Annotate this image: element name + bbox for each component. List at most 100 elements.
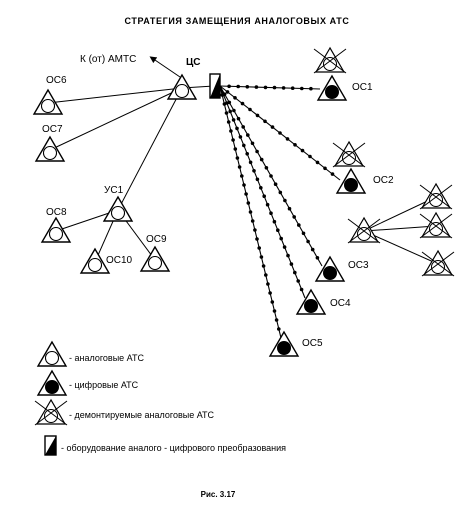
link-oc2-dot — [240, 101, 245, 106]
dismantled-station-c-symbol — [421, 250, 455, 277]
link-oc1-line — [219, 85, 321, 90]
amts-arrow — [149, 56, 181, 78]
link-oc5-dot — [246, 201, 251, 205]
link-oc5-dot — [253, 228, 257, 232]
station-oc1-label: ОС1 — [352, 82, 373, 93]
link-oc4-dot — [245, 152, 249, 156]
link-oc5-dot — [244, 192, 248, 196]
link-oc2-dot — [323, 166, 327, 171]
link-oc2-dot — [248, 107, 252, 112]
link-oc5-dot — [242, 183, 246, 187]
link-oc5-dot — [255, 237, 259, 241]
link-oc1-dot — [236, 84, 240, 89]
link-oc5-dot — [259, 255, 264, 259]
dismantled-group-lines — [363, 196, 439, 265]
station-uc1-label: УС1 — [104, 185, 124, 196]
link-oc4-dot — [279, 236, 284, 241]
link-oc1-dot — [272, 85, 277, 90]
link-oc5-dot — [229, 129, 233, 133]
link-oc2-dot — [233, 96, 237, 100]
station-oc2-symbol — [336, 168, 366, 194]
link-oc3-dot — [259, 157, 264, 162]
station-oc7-label: ОС7 — [42, 124, 63, 135]
link-oc4-dot — [262, 194, 267, 198]
link-oc4-dot — [269, 211, 273, 215]
link-oc4-dot — [272, 219, 277, 224]
station-oc5-label: ОС5 — [302, 338, 323, 349]
legend-dismantled-icon — [34, 399, 68, 426]
link-oc2-dot — [278, 131, 282, 135]
link-oc3-dot — [287, 206, 292, 211]
link-oc4-dot — [296, 279, 301, 283]
link-oc4-dot — [252, 169, 256, 173]
link-oc2-dot — [225, 90, 230, 94]
station-oc2-label: ОС2 — [373, 175, 394, 186]
dismantled-station-oc2-symbol — [332, 141, 366, 168]
diagram-title: СТРАТЕГИЯ ЗАМЕЩЕНИЯ АНАЛОГОВЫХ АТС — [125, 16, 350, 26]
link-oc3-dot — [301, 231, 306, 236]
link-oc5-dot — [261, 264, 266, 268]
legend-converter-icon — [44, 435, 57, 456]
link-oc5-dot — [277, 327, 281, 331]
link-oc5-dot — [237, 165, 242, 169]
link-oc5-dot — [264, 273, 268, 277]
link-oc2-dot — [293, 143, 297, 147]
link-oc1-dot — [227, 84, 231, 89]
link-oc3-dot — [283, 198, 287, 203]
link-oc3-dot — [297, 223, 301, 227]
link-oc4-dot — [265, 202, 270, 207]
dismantled-station-b-symbol — [419, 212, 453, 239]
figure-caption: Рис. 3.17 — [201, 490, 236, 499]
link-oc3-dot — [315, 255, 320, 260]
link-oc4-dot — [235, 126, 239, 131]
legend-digital-label: - цифровые АТС — [69, 380, 139, 390]
link-oc4-dot — [228, 109, 232, 114]
link-oc3-dot — [292, 215, 297, 219]
legend-analog-label: - аналоговые АТС — [69, 353, 144, 363]
link-oc4-dot — [289, 262, 294, 266]
link-oc5-dot — [272, 309, 277, 313]
link-oc4-dot — [293, 270, 297, 275]
link-oc3-dot — [269, 174, 273, 178]
link-oc4-dot — [255, 177, 260, 182]
converter-equipment-icon — [209, 73, 221, 99]
legend-dismantled-label: - демонтируемые аналоговые АТС — [69, 410, 215, 420]
station-oc3-label: ОС3 — [348, 260, 369, 271]
link-oc2-dot — [308, 154, 312, 159]
amts-label: К (от) АМТС — [80, 54, 136, 65]
dismantled-station-a-symbol — [419, 183, 453, 210]
link-oc2-dot — [300, 148, 305, 153]
link-oc1-dot — [290, 86, 295, 90]
link-oc3-dot — [306, 239, 310, 244]
link-oc5-dot — [240, 174, 244, 178]
link-oc5-dot — [224, 111, 229, 115]
dismantled-station-oc1-symbol — [313, 47, 347, 74]
link-oc2-dot — [330, 172, 335, 176]
link-oc4-dot — [248, 160, 253, 165]
link-oc5-dot — [268, 291, 272, 295]
link-oc5-dot — [226, 120, 231, 124]
link-oc4-dot — [299, 287, 304, 292]
link-oc4-dot — [286, 253, 290, 258]
link-oc1-dot — [300, 86, 304, 91]
station-oc3-symbol — [315, 256, 345, 282]
station-oc9-symbol — [140, 246, 170, 272]
digital-links — [219, 84, 341, 339]
link-oc5-dot — [270, 300, 275, 304]
link-oc4-dot — [259, 186, 263, 190]
link-oc3-dot — [246, 133, 250, 137]
station-oc7-symbol — [35, 136, 65, 162]
legend: - аналоговые АТС - цифровые АТС - демонт… — [34, 341, 286, 456]
link-oc4-dot — [276, 228, 280, 232]
link-oc2-dot — [263, 119, 267, 124]
link-oc3-dot — [264, 166, 269, 170]
link-oc3-dot — [310, 247, 315, 252]
link-oc1-dot — [254, 85, 259, 89]
link-oc3-dot — [278, 190, 283, 195]
link-oc1-dot — [263, 85, 268, 90]
station-oc10-symbol — [80, 248, 110, 274]
link-oc5-dot — [266, 282, 270, 286]
central-station-label: ЦС — [186, 57, 201, 68]
station-oc4-label: ОС4 — [330, 298, 351, 309]
